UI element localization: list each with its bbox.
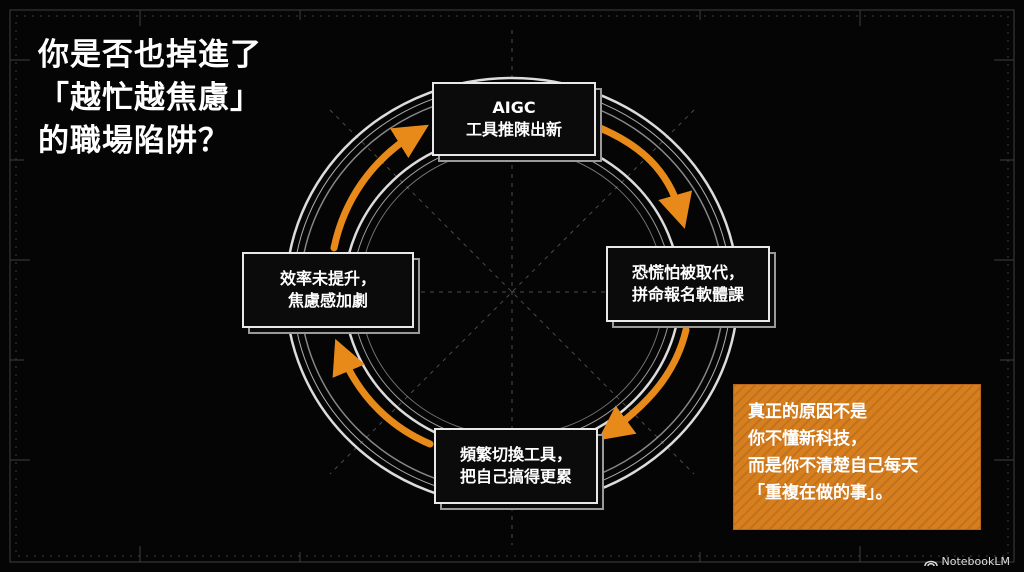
title-line-3: 的職場陷阱？: [38, 123, 230, 159]
conclusion-callout: 真正的原因不是 你不懂新科技， 而是你不清楚自己每天 「重複在做的事」。: [733, 384, 981, 530]
callout-line-4: 「重複在做的事」。: [748, 483, 893, 503]
node-top-line-1: AIGC: [492, 98, 536, 117]
node-bottom-line-1: 頻繁切換工具，: [459, 445, 572, 464]
callout-line-1: 真正的原因不是: [748, 402, 867, 422]
title-line-1: 你是否也掉進了: [38, 37, 262, 73]
cycle-node-top: AIGC 工具推陳出新: [432, 82, 596, 156]
arrow-right-to-bottom: [597, 326, 690, 441]
arrow-bottom-to-left: [332, 338, 434, 448]
cycle-arrows: [330, 124, 693, 448]
brand-label: NotebookLM: [941, 555, 1010, 568]
cycle-node-left: 效率未提升， 焦慮感加劇: [242, 252, 414, 328]
node-top-line-2: 工具推陳出新: [465, 120, 562, 139]
arrow-top-to-right: [596, 124, 693, 229]
title-line-2: 「越忙越焦慮」: [38, 80, 262, 116]
blueprint-frame: [9, 9, 1015, 563]
notebooklm-logo-icon: [923, 560, 938, 566]
node-left-line-2: 焦慮感加劇: [287, 291, 368, 310]
node-right-line-1: 恐慌怕被取代，: [631, 263, 744, 282]
brand-watermark: NotebookLM: [923, 555, 1010, 568]
arrow-left-to-top: [330, 124, 429, 252]
callout-line-2: 你不懂新科技，: [748, 429, 867, 449]
cycle-node-right: 恐慌怕被取代， 拼命報名軟體課: [606, 246, 770, 322]
node-right-line-2: 拼命報名軟體課: [631, 285, 744, 304]
cycle-node-bottom: 頻繁切換工具， 把自己搞得更累: [434, 428, 598, 504]
node-bottom-line-2: 把自己搞得更累: [459, 467, 572, 486]
node-left-line-1: 效率未提升，: [279, 269, 376, 288]
callout-line-3: 而是你不清楚自己每天: [748, 456, 918, 476]
page-title: 你是否也掉進了 「越忙越焦慮」 的職場陷阱？: [38, 34, 262, 163]
